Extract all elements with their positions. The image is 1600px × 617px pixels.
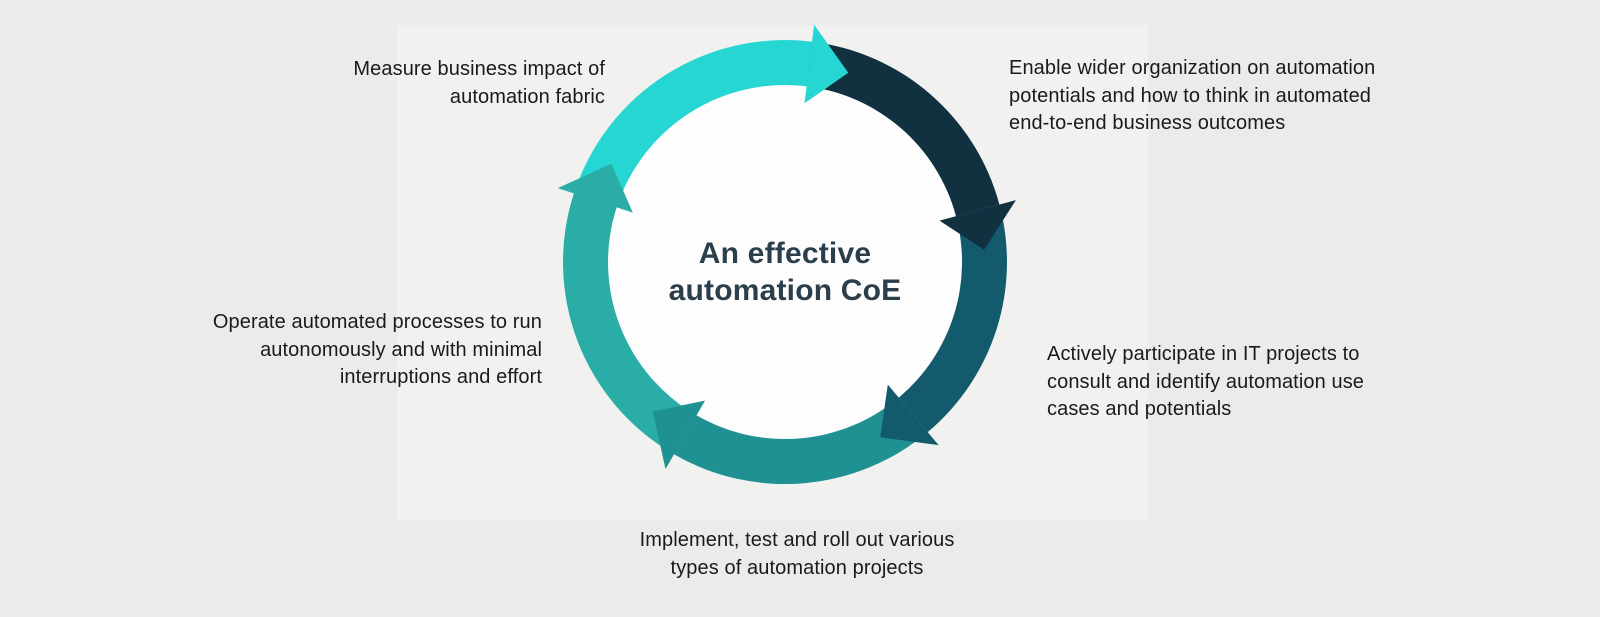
label-operate-automated-processes: Operate automated processes to run auton… <box>212 311 542 388</box>
cycle-segment-enable <box>806 41 1000 217</box>
diagram-center-title: An effective automation CoE <box>668 237 902 307</box>
cycle-arrowhead-operate <box>557 163 633 213</box>
cycle-arrowhead-implement <box>652 400 705 469</box>
cycle-segment-operate <box>563 193 697 455</box>
label-enable-wider-organization: Enable wider organization on automation … <box>1009 57 1376 134</box>
label-actively-participate: Actively participate in IT projects to c… <box>1047 343 1365 420</box>
cycle-arrowhead-measure <box>804 24 849 104</box>
cycle-segment-measure <box>573 40 813 208</box>
cycle-segment-participate <box>898 204 1007 433</box>
cycle-segment-implement <box>674 397 928 485</box>
label-measure-business-impact: Measure business impact of automation fa… <box>353 58 605 108</box>
label-implement-test-rollout: Implement, test and roll out various typ… <box>639 529 955 579</box>
cycle-arrowhead-participate <box>880 384 939 446</box>
cycle-arrowhead-enable <box>939 200 1016 250</box>
inner-circle <box>606 83 964 441</box>
